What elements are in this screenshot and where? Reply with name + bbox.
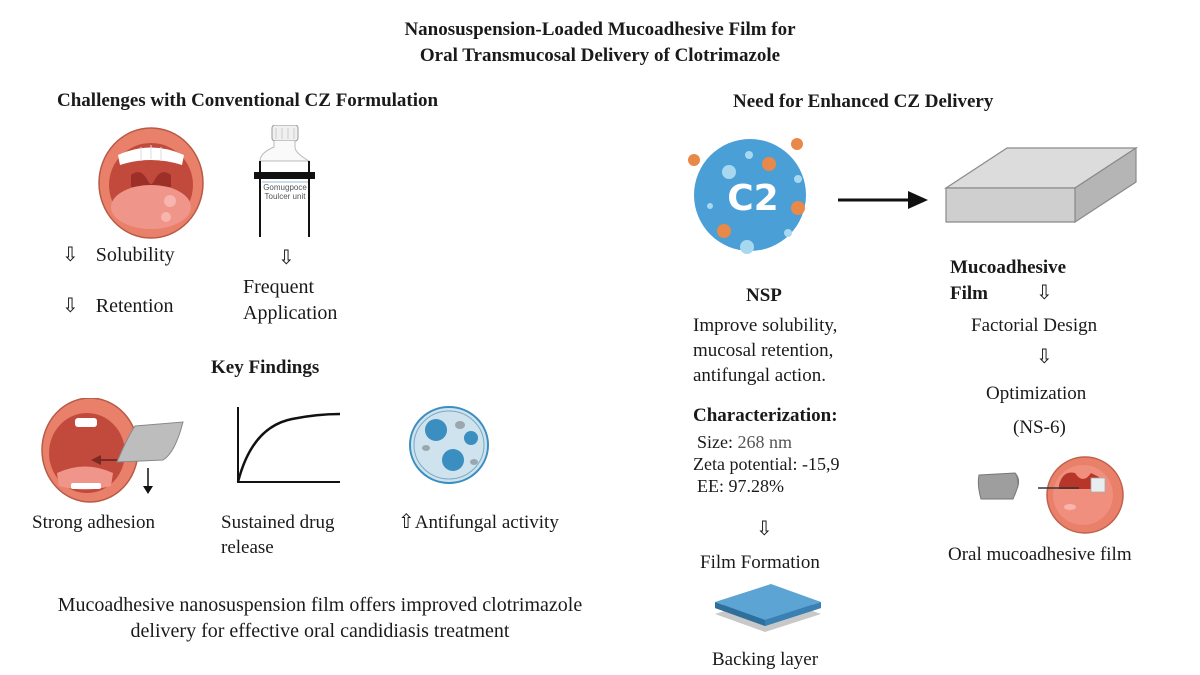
conclusion-line-2: delivery for effective oral candidiasis …	[130, 620, 510, 642]
petri-dish-icon	[408, 405, 490, 485]
factorial-design-label: Factorial Design	[971, 315, 1098, 336]
backing-layer-label: Backing layer	[712, 649, 819, 670]
retention-item: ⇩ Retention	[62, 293, 174, 319]
label-line-2: release	[221, 537, 274, 558]
title-line-2: Oral Transmucosal Delivery of Clotrimazo…	[419, 45, 781, 66]
size-value: 268 nm	[737, 432, 793, 452]
right-arrow-icon	[838, 188, 928, 212]
solubility-item: ⇩ Solubility	[62, 242, 175, 268]
conclusion-line-1: Mucoadhesive nanosuspension film offers …	[57, 594, 583, 616]
characterization-heading: Characterization:	[693, 405, 838, 426]
solubility-label: Solubility	[95, 244, 175, 266]
caption-line-1: Frequent	[243, 276, 315, 298]
nsp-description: Improve solubility, mucosal retention, a…	[693, 313, 837, 388]
frequent-application-caption: Frequent Application	[243, 274, 337, 326]
down-arrow-icon: ⇩	[278, 245, 295, 269]
bottle-label-line-1: Gomugpoce	[263, 183, 307, 192]
zeta-potential: Zeta potential: -15,9	[693, 454, 840, 474]
nsp-desc-line-1: Improve solubility,	[693, 315, 838, 336]
open-mouth-illustration	[96, 125, 206, 240]
oral-mucoadhesive-film-label: Oral mucoadhesive film	[948, 544, 1132, 565]
strong-adhesion-label: Strong adhesion	[32, 512, 155, 533]
oral-film-application-illustration	[975, 455, 1125, 535]
retention-label: Retention	[95, 295, 174, 317]
nsp-heading: NSP	[746, 285, 782, 306]
key-findings-heading: Key Findings	[211, 357, 320, 378]
encapsulation-efficiency: EE: 97.28%	[697, 476, 784, 496]
film-adhesion-illustration	[35, 398, 190, 508]
film-formation-label: Film Formation	[700, 552, 820, 573]
down-arrow-icon: ⇩	[1036, 280, 1053, 304]
ns6-label: (NS-6)	[1013, 417, 1066, 438]
mucoadhesive-film-slab-icon	[944, 140, 1140, 228]
nsp-desc-line-2: mucosal retention,	[693, 340, 834, 361]
label-line-1: Sustained drug	[221, 512, 335, 533]
title-line-1: Nanosuspension-Loaded Mucoadhesive Film …	[404, 19, 796, 40]
size-label: Size:	[697, 432, 738, 452]
particle-label: C2	[727, 178, 778, 219]
sustained-release-curve-icon	[232, 405, 342, 485]
challenges-heading: Challenges with Conventional CZ Formulat…	[57, 90, 439, 111]
up-arrow-icon: ⇧	[398, 509, 415, 533]
bottle-label-line-2: Toulcer unit	[265, 192, 307, 201]
heading-line-1: Mucoadhesive	[950, 257, 1067, 278]
backing-layer-film-icon	[713, 580, 823, 640]
nanosuspension-particle-icon: C2	[685, 130, 825, 255]
heading-line-2: Film	[950, 283, 988, 304]
enhanced-delivery-heading: Need for Enhanced CZ Delivery	[733, 91, 994, 112]
characterization-values: Size: 268 nm Zeta potential: -15,9 EE: 9…	[693, 431, 839, 497]
sustained-release-label: Sustained drug release	[221, 510, 334, 560]
down-arrow-icon: ⇩	[62, 293, 79, 317]
down-arrow-icon: ⇩	[1036, 344, 1053, 368]
size-row: Size: 268 nm	[697, 431, 839, 453]
antifungal-activity-label: Antifungal activity	[414, 512, 559, 533]
medicine-bottle-illustration: Gomugpoce Toulcer unit	[252, 125, 317, 240]
down-arrow-icon: ⇩	[62, 242, 79, 266]
antifungal-activity-item: ⇧Antifungal activity	[398, 510, 559, 535]
conclusion-text: Mucoadhesive nanosuspension film offers …	[20, 592, 620, 644]
down-arrow-icon: ⇩	[756, 516, 773, 540]
caption-line-2: Application	[243, 302, 338, 324]
diagram-title: Nanosuspension-Loaded Mucoadhesive Film …	[0, 17, 1200, 69]
nsp-desc-line-3: antifungal action.	[693, 365, 826, 386]
optimization-label: Optimization	[986, 383, 1087, 404]
mucoadhesive-film-heading: Mucoadhesive Film	[950, 255, 1066, 307]
